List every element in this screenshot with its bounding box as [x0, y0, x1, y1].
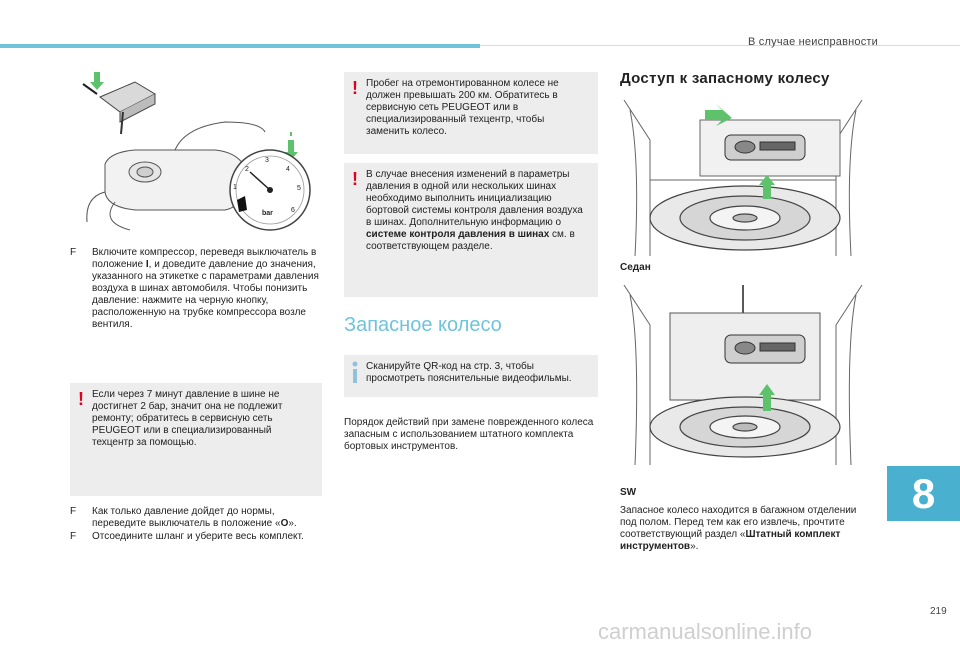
warning3-pre: В случае внесения изменений в параметры … — [366, 169, 583, 228]
gauge-tick-4: 4 — [286, 166, 290, 173]
warning3-post: см. в соответствующем разделе. — [366, 229, 575, 252]
warning-note-tpms: ! В случае внесения изменений в параметр… — [344, 163, 598, 297]
bullet-switch-off-text: Как только давление дойдет до нормы, пер… — [92, 506, 328, 530]
chapter-title: В случае неисправности — [748, 36, 878, 48]
warning-mileage-text: Пробег на отремонтированном колесе не до… — [366, 78, 559, 137]
watermark: carmanualsonline.info — [598, 619, 813, 644]
warning-tpms-text: В случае внесения изменений в параметры … — [366, 169, 590, 253]
info-note-qr: Сканируйте QR-код на стр. 3, чтобы просм… — [344, 355, 598, 397]
section-title-spare-wheel: Запасное колесо — [344, 314, 502, 336]
heading-access-spare-wheel: Доступ к запасному колесу — [620, 70, 830, 87]
gauge-unit: bar — [262, 210, 273, 217]
bullet-marker: F — [70, 247, 77, 258]
bullet-disconnect: F Отсоедините шланг и уберите весь компл… — [70, 531, 328, 543]
gauge-tick-5: 5 — [297, 185, 301, 192]
warning-note-pressure: ! Если через 7 минут давление в шине не … — [70, 383, 322, 496]
bullet-disconnect-text: Отсоедините шланг и уберите весь комплек… — [92, 531, 304, 542]
bullet-marker: F — [70, 506, 77, 517]
warning-note-mileage: ! Пробег на отремонтированном колесе не … — [344, 72, 598, 154]
top-divider-line — [480, 45, 960, 46]
chapter-number-tab: 8 — [887, 466, 960, 521]
bullet1-pre: Включите компрессор, переведя выключател… — [92, 247, 317, 270]
bullet2-pre: Как только давление дойдет до нормы, пер… — [92, 506, 281, 529]
bullet-marker: F — [70, 531, 77, 542]
trunk-illustration-sedan — [620, 99, 866, 257]
bullet1-post: , и доведите давление до значения, указа… — [92, 259, 319, 330]
access-paragraph: Запасное колесо находится в багажном отд… — [620, 505, 865, 553]
gauge-tick-2: 2 — [245, 166, 249, 173]
gauge-tick-1: 1 — [233, 184, 237, 191]
info-qr-text: Сканируйте QR-код на стр. 3, чтобы просм… — [366, 361, 572, 384]
warning-icon: ! — [352, 169, 358, 189]
spare-wheel-paragraph: Порядок действий при замене поврежденног… — [344, 417, 594, 452]
top-accent-bar — [0, 44, 480, 48]
compressor-illustration: 1 2 3 4 5 6 bar — [75, 72, 325, 232]
info-icon — [352, 361, 358, 383]
access-paragraph-bold: Штатный комплект инструментов — [620, 529, 841, 552]
warning-icon: ! — [352, 78, 358, 98]
page-number: 219 — [930, 606, 947, 617]
access-paragraph-post: ». — [690, 541, 699, 552]
bullet-switch-on: F Включите компрессор, переведя выключат… — [70, 247, 328, 331]
access-paragraph-pre: Запасное колесо находится в багажном отд… — [620, 505, 857, 540]
warning-pressure-text: Если через 7 минут давление в шине не до… — [92, 389, 283, 448]
caption-sedan: Седан — [620, 262, 651, 273]
bullet-switch-on-text: Включите компрессор, переведя выключател… — [92, 247, 328, 331]
bullet2-post: ». — [288, 518, 297, 529]
warning3-bold: системе контроля давления в шинах — [366, 229, 550, 240]
bullet2-bold: O — [280, 518, 289, 529]
gauge-tick-3: 3 — [265, 157, 269, 164]
gauge-tick-6: 6 — [291, 207, 295, 214]
bullet-switch-off: F Как только давление дойдет до нормы, п… — [70, 506, 328, 530]
bullet1-bold: I — [145, 259, 149, 270]
trunk-illustration-sw — [620, 284, 866, 466]
warning-icon: ! — [78, 389, 84, 409]
caption-sw: SW — [620, 487, 637, 498]
